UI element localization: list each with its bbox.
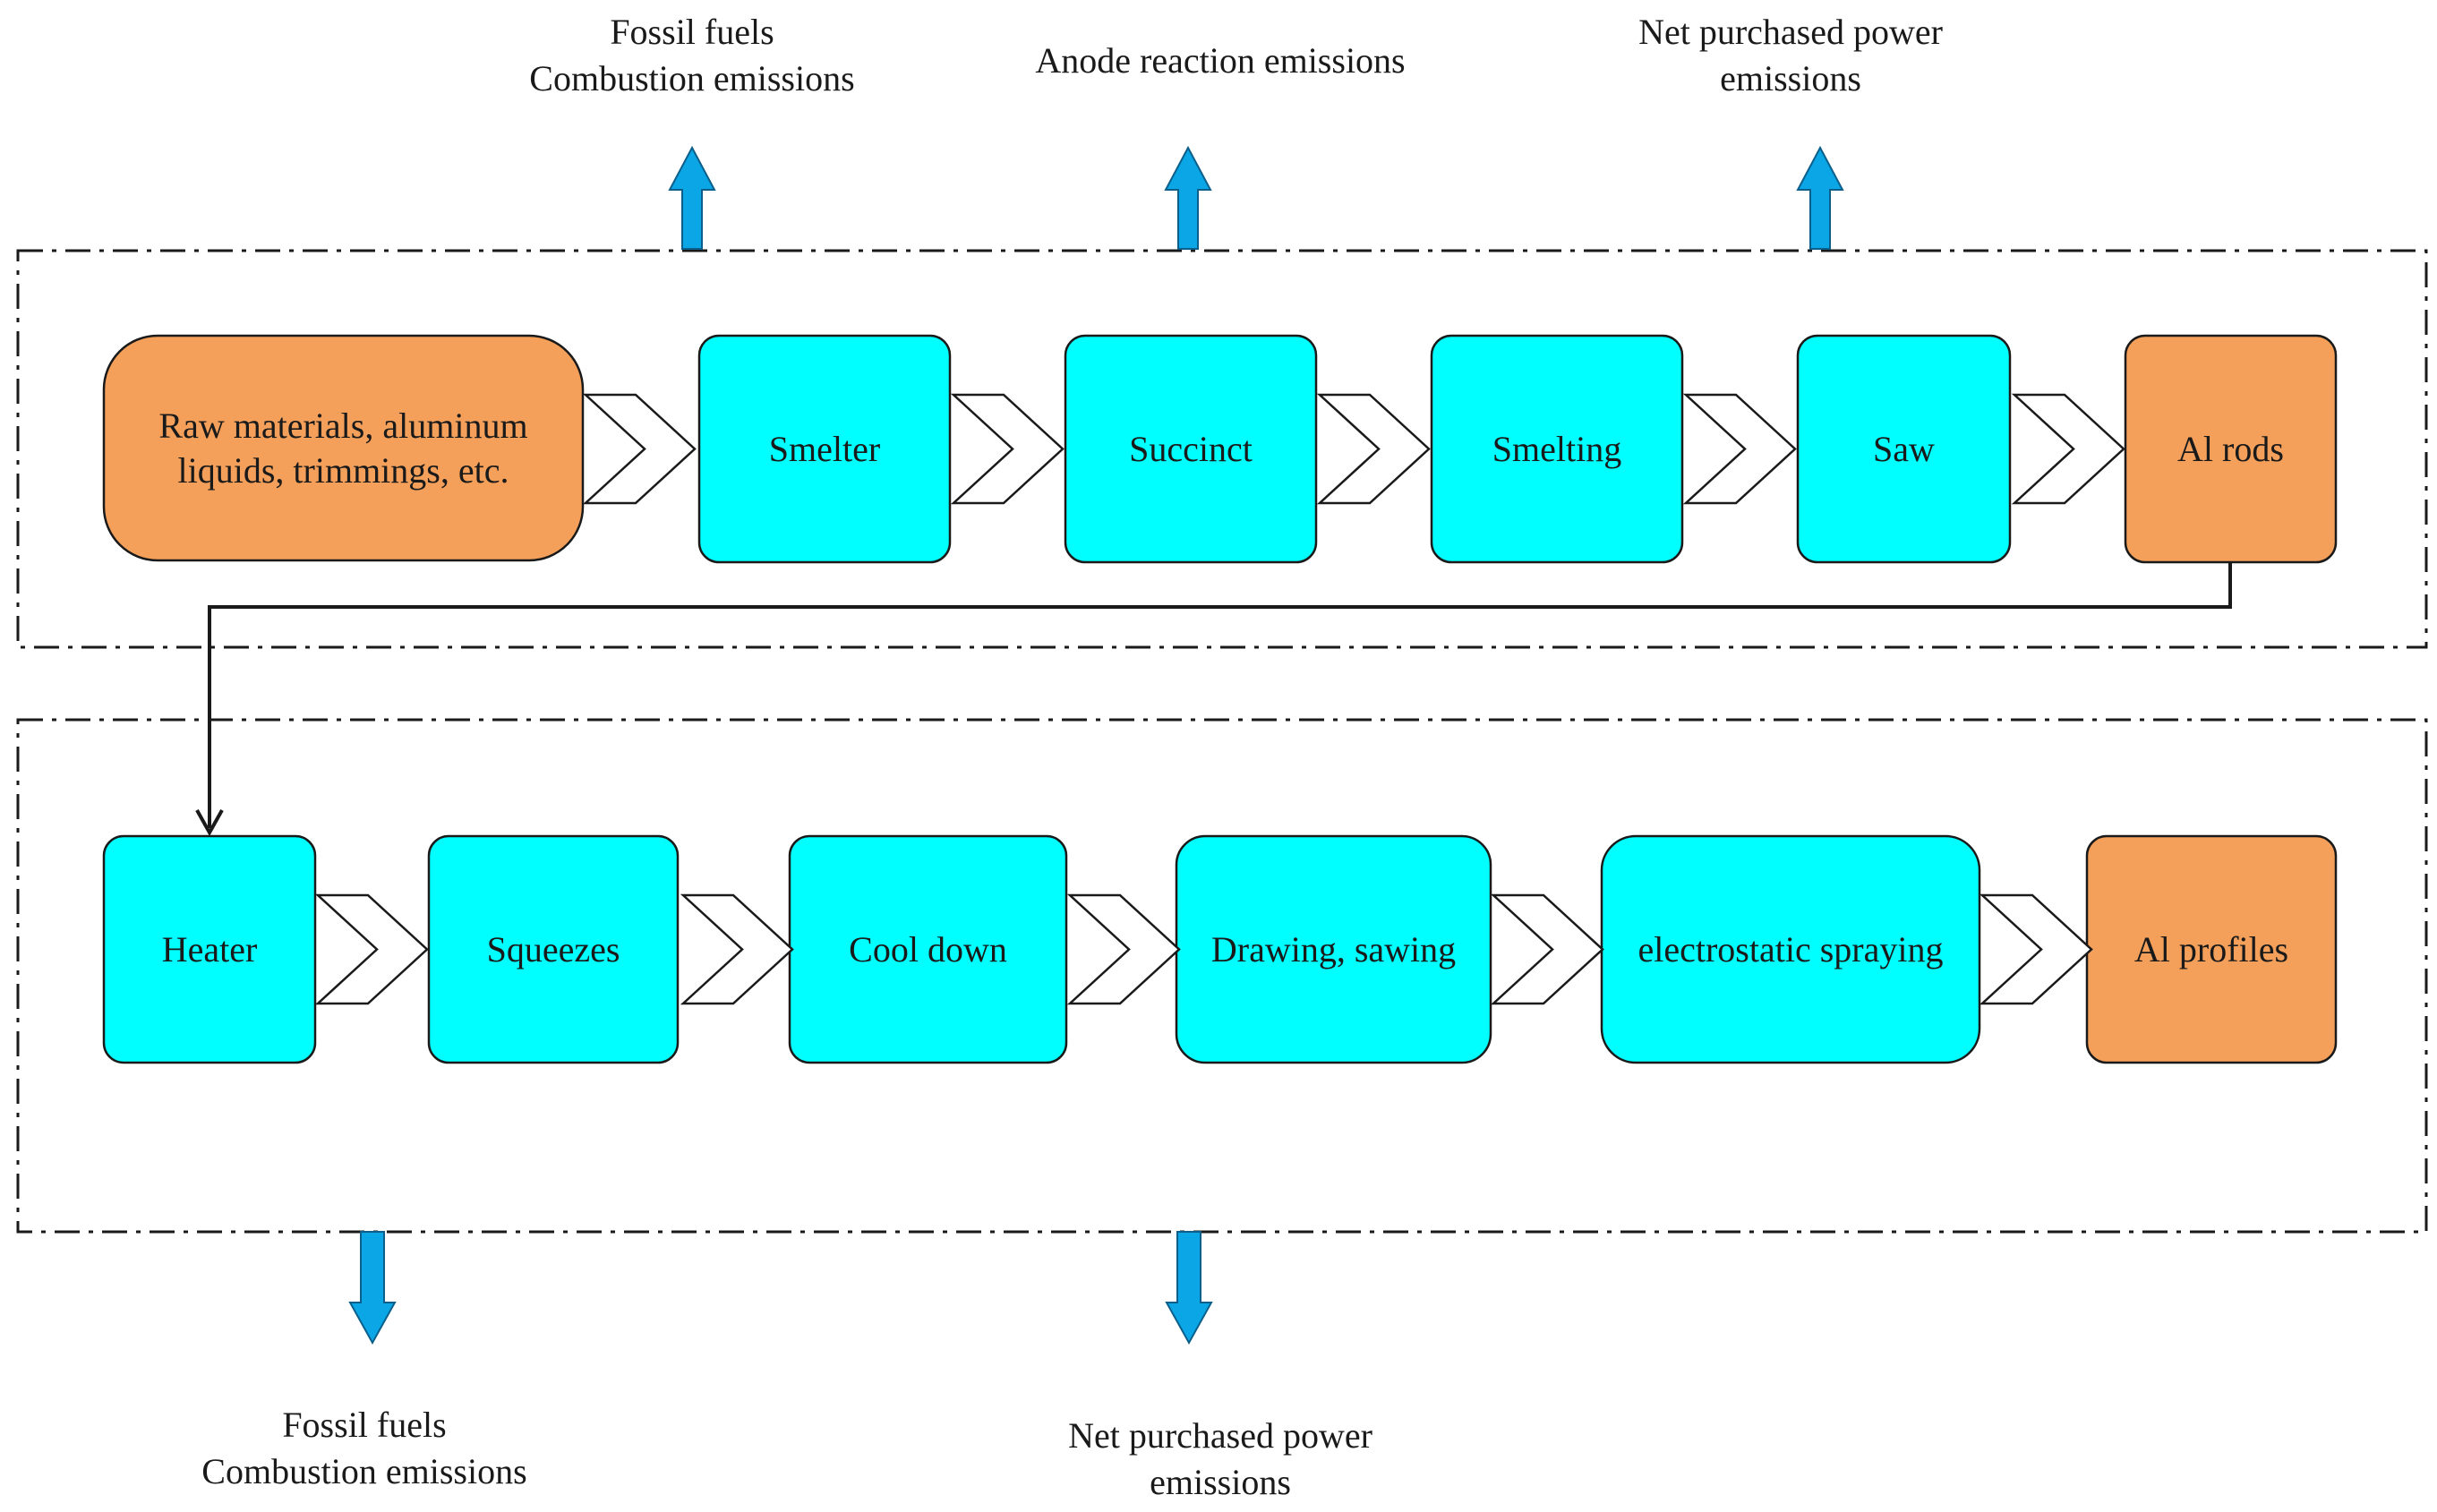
top-emission-label-3: Net purchased power emissions (1522, 9, 2059, 102)
bottom-chevron-right-icon-1 (314, 893, 429, 1005)
box-text-line: Succinct (1129, 428, 1253, 469)
bottom-process-label-2: Squeezes (429, 836, 678, 1063)
top-process-label-4: Smelting (1432, 336, 1682, 562)
emission-label-line: Fossil fuels (610, 12, 774, 52)
top-emission-arrow-icon-3 (1796, 145, 1844, 250)
top-process-box-2 (697, 334, 952, 564)
connector-al-rods-to-heater (208, 562, 2232, 828)
bottom-process-label-4: Drawing, sawing (1176, 836, 1491, 1063)
emission-label-line: emissions (1720, 58, 1861, 98)
top-process-box-5 (1796, 334, 2012, 564)
top-process-box-1 (102, 334, 585, 562)
box-text-line: Cool down (849, 928, 1007, 970)
top-emission-arrow-icon-1 (668, 145, 716, 250)
top-stage-frame (16, 249, 2428, 649)
top-process-label-3: Succinct (1065, 336, 1316, 562)
top-process-box-3 (1064, 334, 1318, 564)
box-text-line: Squeezes (486, 928, 620, 970)
box-text-line: Smelting (1492, 428, 1622, 469)
emission-label-line: Anode reaction emissions (1035, 40, 1406, 81)
bottom-chevron-right-icon-3 (1066, 893, 1181, 1005)
emission-label-line: Fossil fuels (282, 1405, 447, 1445)
top-process-label-5: Saw (1798, 336, 2010, 562)
top-emission-label-2: Anode reaction emissions (952, 38, 1489, 84)
emission-label-line: Net purchased power (1638, 12, 1943, 52)
top-process-box-4 (1430, 334, 1684, 564)
top-chevron-right-icon-3 (1316, 393, 1431, 505)
emission-label-line: emissions (1150, 1462, 1291, 1502)
box-text-line: electrostatic spraying (1637, 928, 1944, 970)
connector-arrowhead (195, 809, 224, 837)
bottom-process-label-5: electrostatic spraying (1602, 836, 1980, 1063)
emission-label-line: Net purchased power (1068, 1415, 1372, 1456)
box-text-line: Al profiles (2133, 928, 2289, 970)
box-text-line: Raw materials, aluminum (158, 405, 528, 446)
top-process-label-6: Al rods (2125, 336, 2336, 562)
emission-label-line: Combustion emissions (201, 1451, 527, 1491)
box-text-line: Heater (161, 928, 258, 970)
bottom-process-box-2 (427, 834, 680, 1064)
top-chevron-right-icon-5 (2011, 393, 2125, 505)
bottom-process-label-1: Heater (104, 836, 315, 1063)
bottom-chevron-right-icon-5 (1979, 893, 2093, 1005)
box-text-line: Drawing, sawing (1210, 928, 1457, 970)
box-text-line: Al rods (2177, 428, 2284, 469)
emission-label-line: Combustion emissions (529, 58, 855, 98)
top-chevron-right-icon-1 (582, 393, 697, 505)
top-process-label-2: Smelter (699, 336, 950, 562)
box-text-line: liquids, trimmings, etc. (177, 449, 509, 491)
bottom-emission-arrow-icon-1 (348, 1231, 397, 1345)
bottom-chevron-right-icon-4 (1490, 893, 1604, 1005)
bottom-stage-frame (16, 718, 2428, 1234)
box-text-line: Saw (1873, 428, 1935, 469)
bottom-process-label-3: Cool down (790, 836, 1066, 1063)
top-emission-arrow-icon-2 (1164, 145, 1212, 250)
bottom-emission-arrow-icon-2 (1165, 1231, 1213, 1345)
top-chevron-right-icon-2 (950, 393, 1065, 505)
top-chevron-right-icon-4 (1682, 393, 1797, 505)
bottom-chevron-right-icon-2 (680, 893, 794, 1005)
box-text-line: Smelter (768, 428, 881, 469)
bottom-process-label-6: Al profiles (2087, 836, 2336, 1063)
bottom-emission-label-2: Net purchased power emissions (952, 1413, 1489, 1506)
